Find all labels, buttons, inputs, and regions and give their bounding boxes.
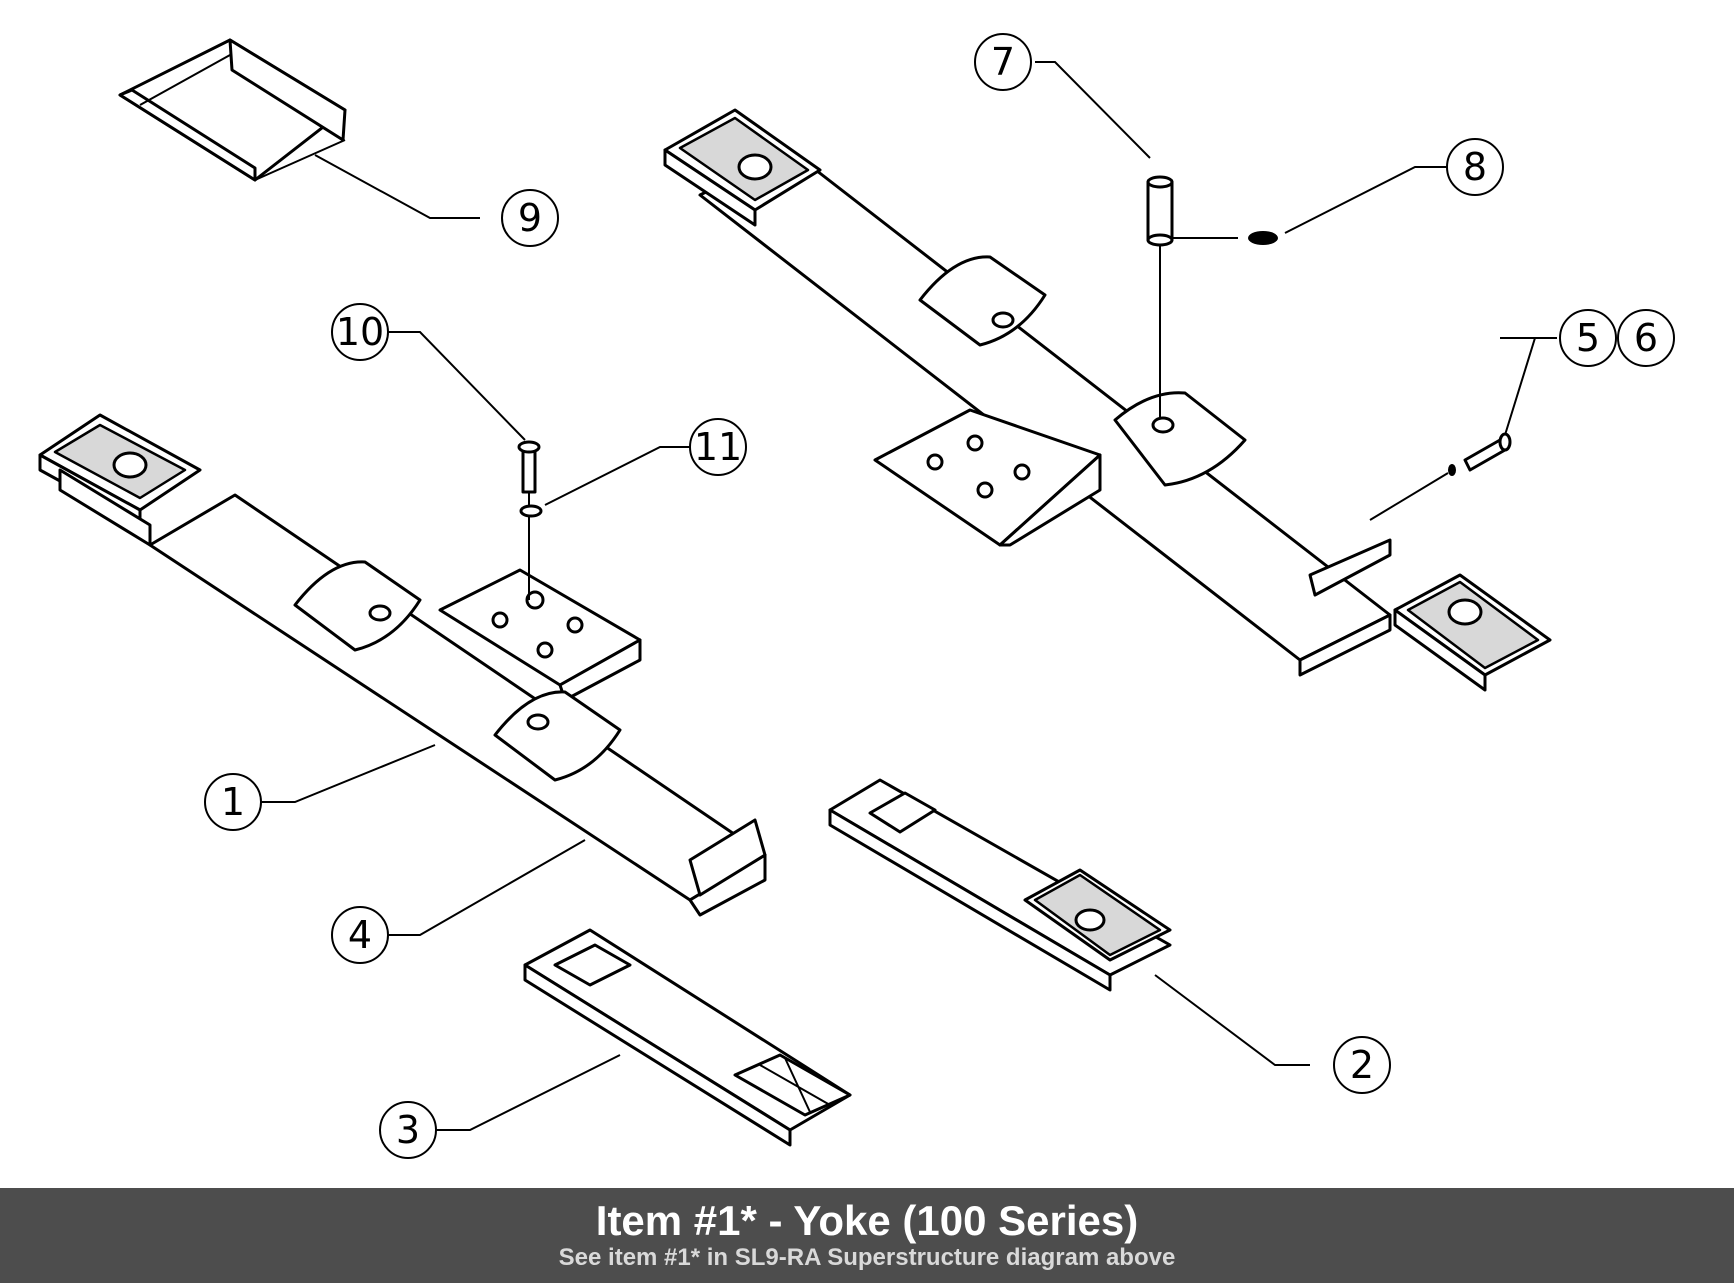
part-7-pin bbox=[1146, 175, 1238, 418]
callout-4: 4 bbox=[331, 906, 389, 964]
callout-10: 10 bbox=[331, 303, 389, 361]
callout-8: 8 bbox=[1446, 138, 1504, 196]
caption-title: Item #1* - Yoke (100 Series) bbox=[595, 1197, 1139, 1244]
svg-text:8: 8 bbox=[1463, 145, 1487, 189]
svg-text:9: 9 bbox=[518, 196, 542, 240]
svg-text:4: 4 bbox=[348, 913, 372, 957]
svg-text:11: 11 bbox=[694, 425, 742, 469]
callout-2: 2 bbox=[1333, 1036, 1391, 1094]
callout-6: 6 bbox=[1617, 309, 1675, 367]
part-3-extension bbox=[523, 928, 852, 1147]
part-11-washer-left bbox=[519, 504, 543, 518]
callout-7: 7 bbox=[974, 33, 1032, 91]
svg-text:5: 5 bbox=[1576, 316, 1600, 360]
svg-text:3: 3 bbox=[396, 1108, 420, 1152]
callout-3: 3 bbox=[379, 1101, 437, 1159]
right-yoke-assembly bbox=[663, 108, 1552, 692]
svg-text:1: 1 bbox=[221, 780, 245, 824]
svg-text:7: 7 bbox=[991, 40, 1015, 84]
part-10-bolt-left bbox=[517, 440, 541, 600]
caption-bar: Item #1* - Yoke (100 Series) See item #1… bbox=[0, 1188, 1734, 1283]
leader-lines bbox=[259, 61, 1557, 1131]
part-8-clip bbox=[1248, 231, 1278, 245]
part-2-extension bbox=[828, 778, 1172, 992]
part-9-tray bbox=[118, 38, 347, 182]
callout-1: 1 bbox=[204, 773, 262, 831]
part-1-left-yoke bbox=[38, 413, 767, 917]
svg-text:10: 10 bbox=[336, 310, 384, 354]
svg-text:6: 6 bbox=[1634, 316, 1658, 360]
callout-9: 9 bbox=[501, 189, 559, 247]
svg-text:2: 2 bbox=[1350, 1043, 1374, 1087]
part-5-6-bolt-nut bbox=[1369, 432, 1512, 521]
exploded-parts-diagram: 9 10 11 7 8 5 6 1 4 2 3 bbox=[38, 33, 1675, 1159]
caption-subtitle: See item #1* in SL9-RA Superstructure di… bbox=[558, 1244, 1176, 1271]
callout-5: 5 bbox=[1559, 309, 1617, 367]
callout-11: 11 bbox=[689, 418, 747, 476]
